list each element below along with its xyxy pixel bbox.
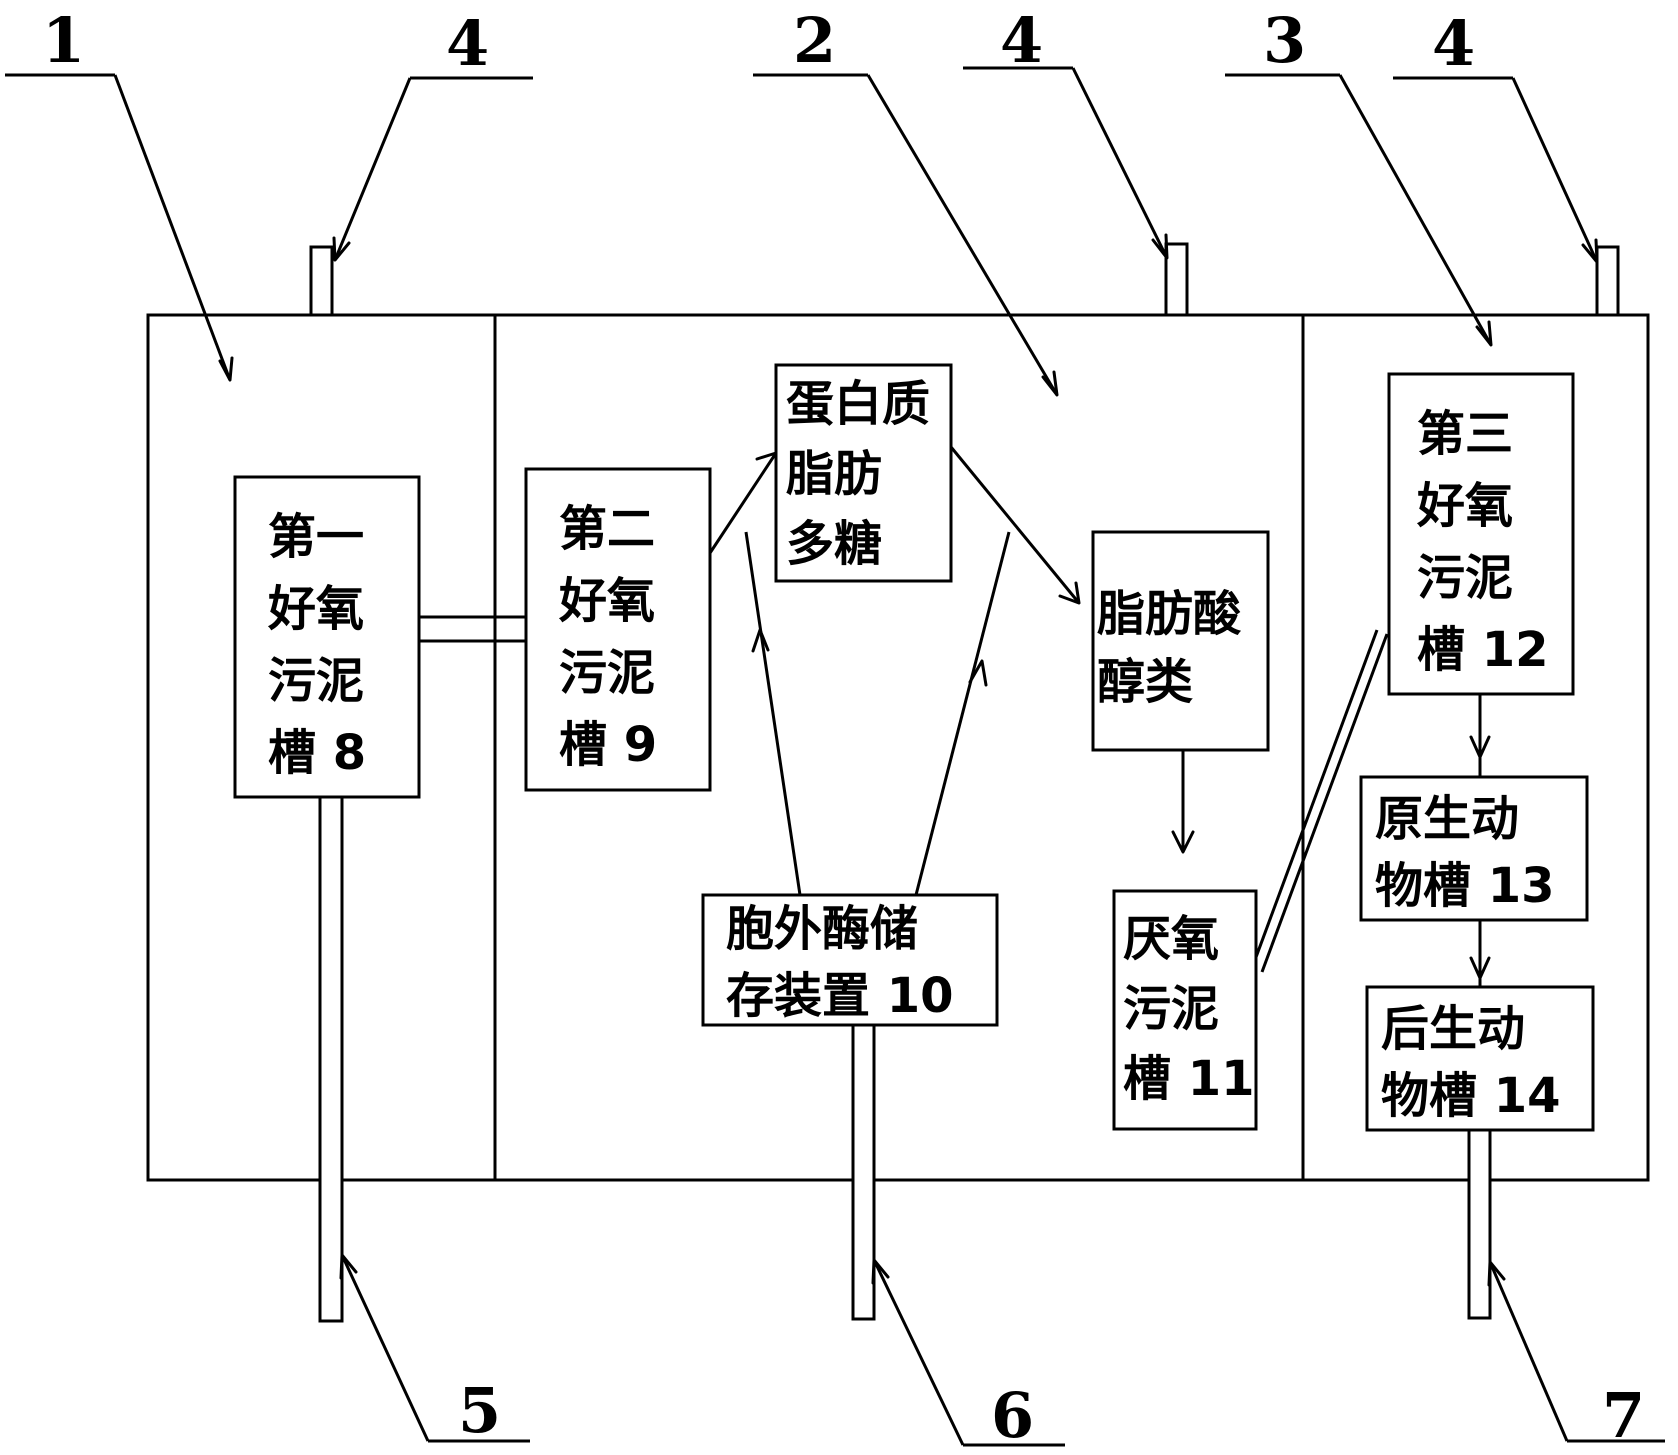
leader-6 xyxy=(871,1258,1065,1447)
tank-11-box xyxy=(1112,889,1258,1131)
arrow-protein-to-fatty xyxy=(949,446,1081,605)
label-4c: 4 xyxy=(1432,7,1475,80)
fatty-acid-text: 脂肪酸 醇类 xyxy=(1097,586,1242,710)
label-4b: 4 xyxy=(1000,4,1043,77)
label-3: 3 xyxy=(1263,4,1306,77)
tank-11-text: 厌氧 污泥 槽 11 xyxy=(1123,911,1255,1107)
tank-9-line-2: 好氧 xyxy=(558,573,655,629)
tank-14-line-2: 物槽 14 xyxy=(1381,1068,1561,1124)
protein-line-1: 蛋白质 xyxy=(786,376,930,432)
tank-8-line-2: 好氧 xyxy=(267,581,364,637)
outer-frame xyxy=(146,313,1650,1182)
tank-14-line-1: 后生动 xyxy=(1381,1001,1525,1057)
leader-7 xyxy=(1487,1260,1665,1443)
tank-13-box xyxy=(1359,775,1589,922)
enzyme-storage-text: 胞外酶储 存装置 10 xyxy=(726,901,954,1024)
leader-1 xyxy=(5,73,234,382)
tank-12-line-3: 污泥 xyxy=(1417,550,1513,606)
tank-12-line-1: 第三 xyxy=(1417,406,1513,462)
tank-13-line-1: 原生动 xyxy=(1375,791,1519,847)
tank-11-line-1: 厌氧 xyxy=(1123,911,1219,967)
tank-9-line-1: 第二 xyxy=(559,501,655,557)
arrow-12-to-13 xyxy=(1469,694,1491,777)
vent-pipe-2 xyxy=(1164,242,1189,317)
tank-12-line-4: 槽 12 xyxy=(1417,622,1549,678)
tank-12-text: 第三 好氧 污泥 槽 12 xyxy=(1416,406,1549,678)
leader-5 xyxy=(339,1253,530,1443)
vent-pipe-1 xyxy=(309,245,334,317)
tank-11-line-2: 污泥 xyxy=(1123,981,1219,1037)
fatty-acid-line-2: 醇类 xyxy=(1097,654,1193,710)
vent-pipe-3 xyxy=(1595,245,1620,317)
label-4a: 4 xyxy=(446,7,489,80)
tank-8-line-4: 槽 8 xyxy=(268,725,366,781)
outlet-pipe-5 xyxy=(318,795,344,1323)
leader-4a xyxy=(332,76,533,262)
fatty-acid-box xyxy=(1091,530,1270,752)
tank-8-text: 第一 好氧 污泥 槽 8 xyxy=(267,509,366,781)
enzyme-storage-box xyxy=(701,893,999,1027)
arrow-13-to-14 xyxy=(1469,920,1491,987)
label-7: 7 xyxy=(1602,1379,1645,1452)
tank-8-line-3: 污泥 xyxy=(268,653,364,709)
connector-11-12-a xyxy=(1250,629,1379,969)
label-6: 6 xyxy=(991,1379,1034,1452)
tank-9-line-4: 槽 9 xyxy=(559,717,657,773)
protein-line-2: 脂肪 xyxy=(786,446,882,502)
tank-13-text: 原生动 物槽 13 xyxy=(1375,791,1555,914)
tank-8-box xyxy=(233,475,421,799)
arrow-enzyme-to-protein xyxy=(914,531,1011,896)
arrow-fatty-to-tank11 xyxy=(1171,750,1195,854)
leader-4b xyxy=(963,66,1169,260)
arrow-9-to-protein xyxy=(708,451,778,554)
label-2: 2 xyxy=(793,4,836,77)
enzyme-storage-line-1: 胞外酶储 xyxy=(726,901,918,957)
leader-2 xyxy=(753,73,1059,397)
tank-12-line-2: 好氧 xyxy=(1416,478,1513,534)
tank-11-line-3: 槽 11 xyxy=(1123,1051,1255,1107)
label-5: 5 xyxy=(458,1374,501,1447)
tank-14-text: 后生动 物槽 14 xyxy=(1381,1001,1561,1124)
tank-9-box xyxy=(524,467,712,792)
leader-4c xyxy=(1393,76,1599,264)
fatty-acid-line-1: 脂肪酸 xyxy=(1097,586,1242,642)
connector-11-12-b xyxy=(1260,633,1389,973)
leader-3 xyxy=(1225,73,1493,347)
enzyme-storage-line-2: 存装置 10 xyxy=(726,968,954,1024)
label-1: 1 xyxy=(42,4,85,77)
tank-9-line-3: 污泥 xyxy=(559,645,655,701)
outlet-pipe-7 xyxy=(1467,1128,1492,1320)
outlet-pipe-6 xyxy=(851,1023,876,1321)
tank-8-line-1: 第一 xyxy=(268,509,364,565)
protein-line-3: 多糖 xyxy=(786,516,882,572)
arrow-enzyme-to-tank9 xyxy=(744,531,802,896)
protein-text: 蛋白质 脂肪 多糖 xyxy=(786,376,930,572)
tank-13-line-2: 物槽 13 xyxy=(1375,858,1555,914)
tank-9-text: 第二 好氧 污泥 槽 9 xyxy=(558,501,657,773)
